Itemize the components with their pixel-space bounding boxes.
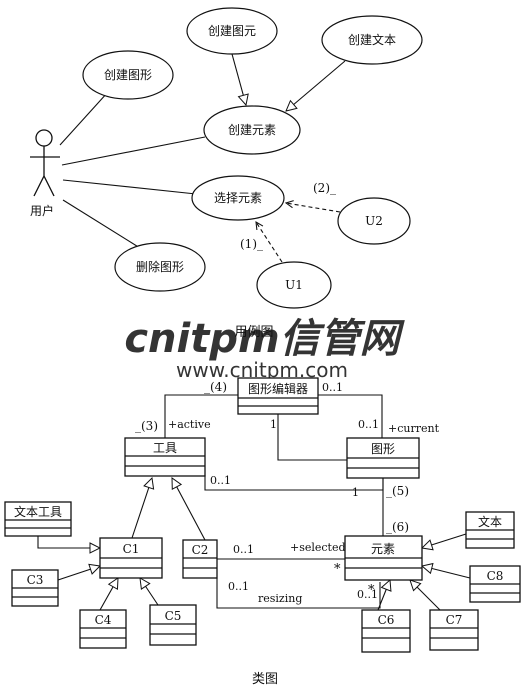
label-c2-resizing-mult: 0..1 — [228, 580, 249, 593]
class-diagram: 图形编辑器 工具 图形 文本工具 C1 C2 C3 C4 C5 元素 文本 C8… — [4, 377, 521, 687]
class-name-text: 文本 — [478, 514, 502, 529]
class-c5 — [149, 604, 197, 646]
label-blank-4: _(4) — [204, 380, 227, 394]
class-text-tool — [4, 501, 72, 537]
gen-c6-element — [377, 580, 390, 611]
usecase-label-u2: U2 — [365, 214, 383, 228]
class-name-c4: C4 — [95, 613, 112, 627]
class-figure — [346, 437, 420, 479]
class-name-c7: C7 — [446, 613, 463, 627]
usecase-create-figure — [82, 50, 174, 100]
actor-label: 用户 — [30, 203, 54, 218]
watermark: cnitpm信管网 www.cnitpm.com — [124, 316, 405, 382]
label-tool-figure-01: 0..1 — [210, 474, 231, 487]
class-tool — [124, 437, 206, 477]
class-text — [465, 511, 515, 549]
label-tool-figure-1: 1 — [352, 486, 359, 499]
class-name-c8: C8 — [487, 569, 504, 583]
class-c6 — [361, 609, 411, 653]
label-mult-editor-tool: 1 — [270, 418, 277, 431]
label-selected: +selected — [290, 541, 346, 554]
gen-texttool-c1 — [37, 536, 100, 548]
class-c8 — [469, 565, 521, 603]
usecase-label-create-text: 创建文本 — [348, 32, 396, 47]
label-mult-editor-figure: 0..1 — [358, 418, 379, 431]
label-current: +current — [388, 422, 440, 435]
usecase-label-u1: U1 — [285, 278, 303, 292]
class-c4 — [79, 609, 127, 649]
usecase-delete-figure — [114, 242, 206, 292]
blank-label-2: (2)_ — [313, 181, 336, 195]
usecase-label-create-primitive: 创建图元 — [208, 24, 256, 38]
usecase-create-text — [321, 15, 423, 65]
label-c2-selected-mult: 0..1 — [233, 543, 254, 556]
generalization-text-element — [286, 60, 346, 111]
use-case-caption: 用例图 — [234, 325, 273, 340]
watermark-brand: cnitpm信管网 — [124, 316, 405, 362]
usecase-select-element — [191, 175, 285, 221]
usecase-label-create-figure: 创建图形 — [104, 68, 152, 82]
usecase-u2 — [337, 197, 411, 245]
label-active: +active — [168, 418, 211, 431]
label-selected-star: * — [334, 562, 341, 577]
class-element — [344, 535, 423, 581]
class-name-text-tool: 文本工具 — [14, 504, 62, 519]
class-caption: 类图 — [252, 672, 278, 687]
generalization-primitive-element — [231, 53, 246, 105]
usecase-label-delete-figure: 删除图形 — [136, 259, 184, 274]
assoc-c2-element-resizing — [216, 578, 381, 609]
class-name-c2: C2 — [192, 543, 209, 557]
actor-associations — [59, 91, 206, 249]
dependency-u2-select — [286, 203, 341, 213]
gen-text-element — [422, 533, 467, 548]
label-resizing: resizing — [258, 592, 302, 605]
gen-c4-c1 — [99, 578, 118, 611]
use-case-diagram: 用户 创建图形 — [30, 7, 423, 340]
label-blank-5: _(5) — [386, 484, 409, 498]
assoc-editor-figure — [318, 394, 383, 438]
assoc-editor-tool — [164, 394, 238, 438]
class-editor — [237, 377, 319, 415]
class-name-c5: C5 — [165, 609, 182, 623]
class-c7 — [429, 609, 479, 651]
class-c2 — [182, 539, 218, 579]
class-c1 — [99, 537, 163, 579]
gen-c2-tool — [172, 478, 206, 541]
class-name-c1: C1 — [123, 542, 140, 556]
gen-c7-element — [410, 580, 441, 611]
class-name-element: 元素 — [371, 542, 395, 556]
actor-user — [30, 129, 60, 197]
class-name-tool: 工具 — [153, 441, 177, 455]
gen-c8-element — [422, 566, 471, 579]
blank-label-1: (1)_ — [240, 237, 263, 251]
usecase-label-select-element: 选择元素 — [214, 191, 262, 205]
label-blank-6: _(6) — [386, 520, 409, 534]
class-name-c6: C6 — [378, 613, 395, 627]
usecase-u1 — [256, 261, 332, 309]
gen-c1-tool — [131, 478, 152, 539]
label-mult-editor-right: 0..1 — [322, 381, 343, 394]
gen-c5-c1 — [140, 578, 159, 606]
dependency-u1-select — [256, 222, 283, 263]
class-c3 — [11, 569, 59, 607]
class-name-figure: 图形 — [371, 442, 395, 456]
usecase-label-create-element: 创建元素 — [228, 123, 276, 137]
class-name-c3: C3 — [27, 573, 44, 587]
label-blank-3: _(3) — [135, 419, 158, 433]
gen-c3-c1 — [57, 566, 100, 581]
assoc-editor-figure-one — [277, 414, 347, 461]
label-resizing-star: * — [368, 583, 375, 598]
usecase-create-element — [203, 105, 301, 155]
label-element-01: 0..1 — [357, 588, 378, 601]
class-name-editor: 图形编辑器 — [248, 381, 308, 396]
